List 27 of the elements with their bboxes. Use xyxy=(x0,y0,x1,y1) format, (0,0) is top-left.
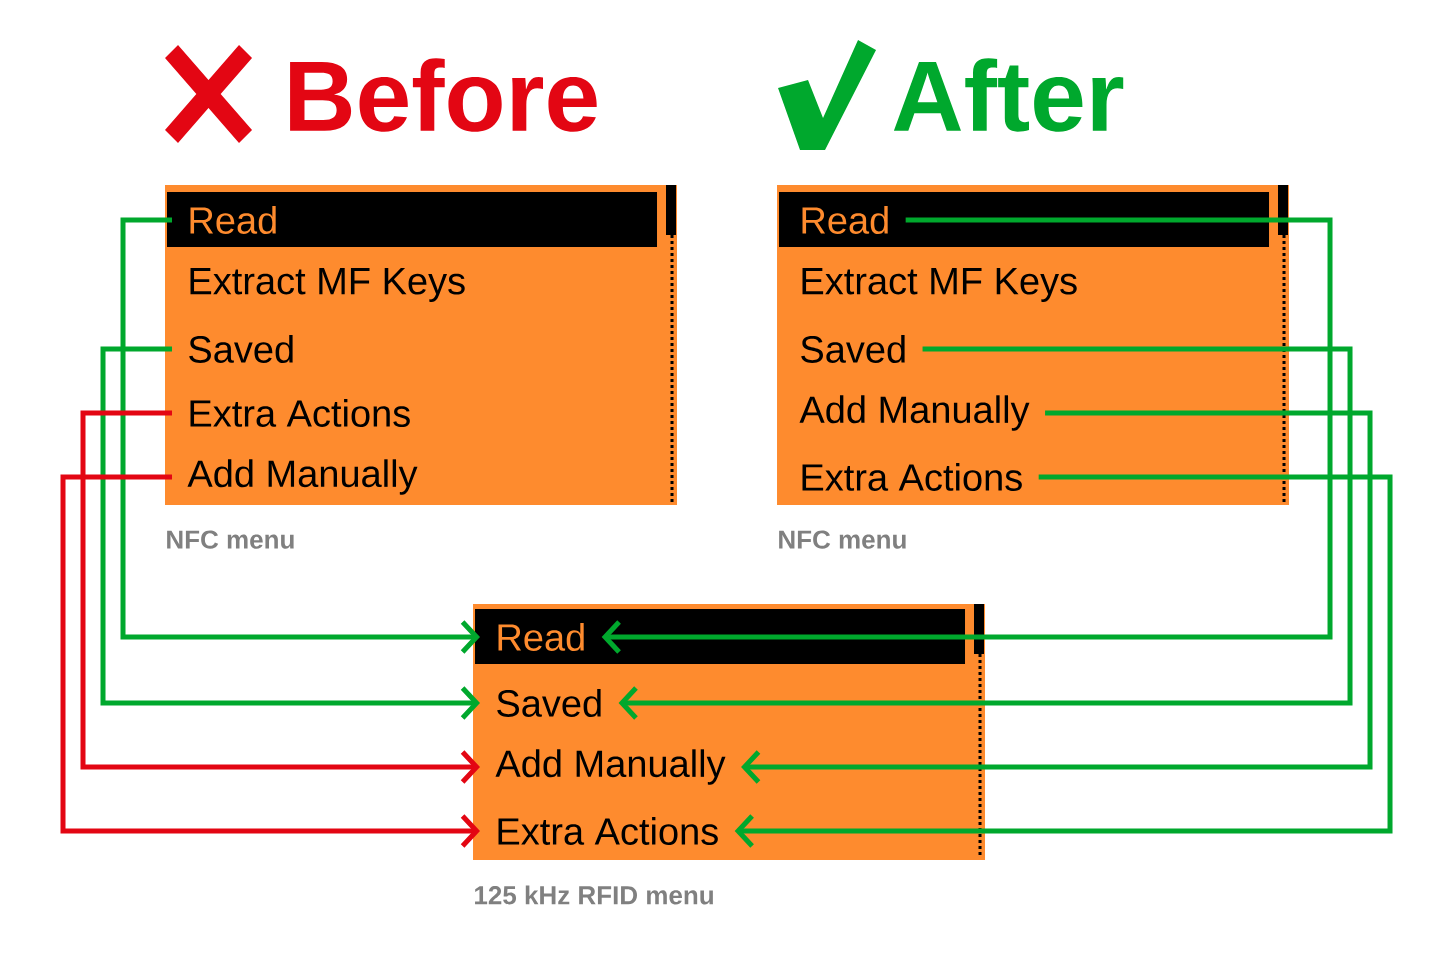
menu-item: Read xyxy=(498,623,584,651)
menu-item: Read xyxy=(802,206,888,234)
menu-item: Add Manually xyxy=(799,395,1030,431)
heading: Before xyxy=(290,58,597,132)
menu-label: NFC menu xyxy=(779,530,906,549)
menu-item: Add Manually xyxy=(495,749,726,785)
arrow xyxy=(120,217,480,654)
menu-item: Extra Actions xyxy=(498,817,718,845)
menu-label: 125 kHz RFID menu xyxy=(475,885,713,905)
arrow xyxy=(601,217,1333,654)
menu-label: NFC menu xyxy=(167,530,294,549)
arrow xyxy=(618,346,1353,720)
menu-item: Read xyxy=(190,206,276,234)
arrow xyxy=(80,410,480,784)
menu-item: Saved xyxy=(801,335,905,363)
menu-item: Extract MF Keys xyxy=(190,268,465,302)
menu-item: Saved xyxy=(189,335,293,363)
arrow xyxy=(100,346,480,720)
arrow xyxy=(60,474,480,848)
arrow xyxy=(741,410,1373,784)
menu-item: Extra Actions xyxy=(190,399,410,427)
heading: After xyxy=(893,58,1124,132)
arrow xyxy=(734,474,1393,848)
menu-item: Extra Actions xyxy=(802,463,1022,491)
menu-item: Extract MF Keys xyxy=(802,268,1077,302)
menu-item: Saved xyxy=(497,689,601,717)
menu-item: Add Manually xyxy=(187,459,418,495)
